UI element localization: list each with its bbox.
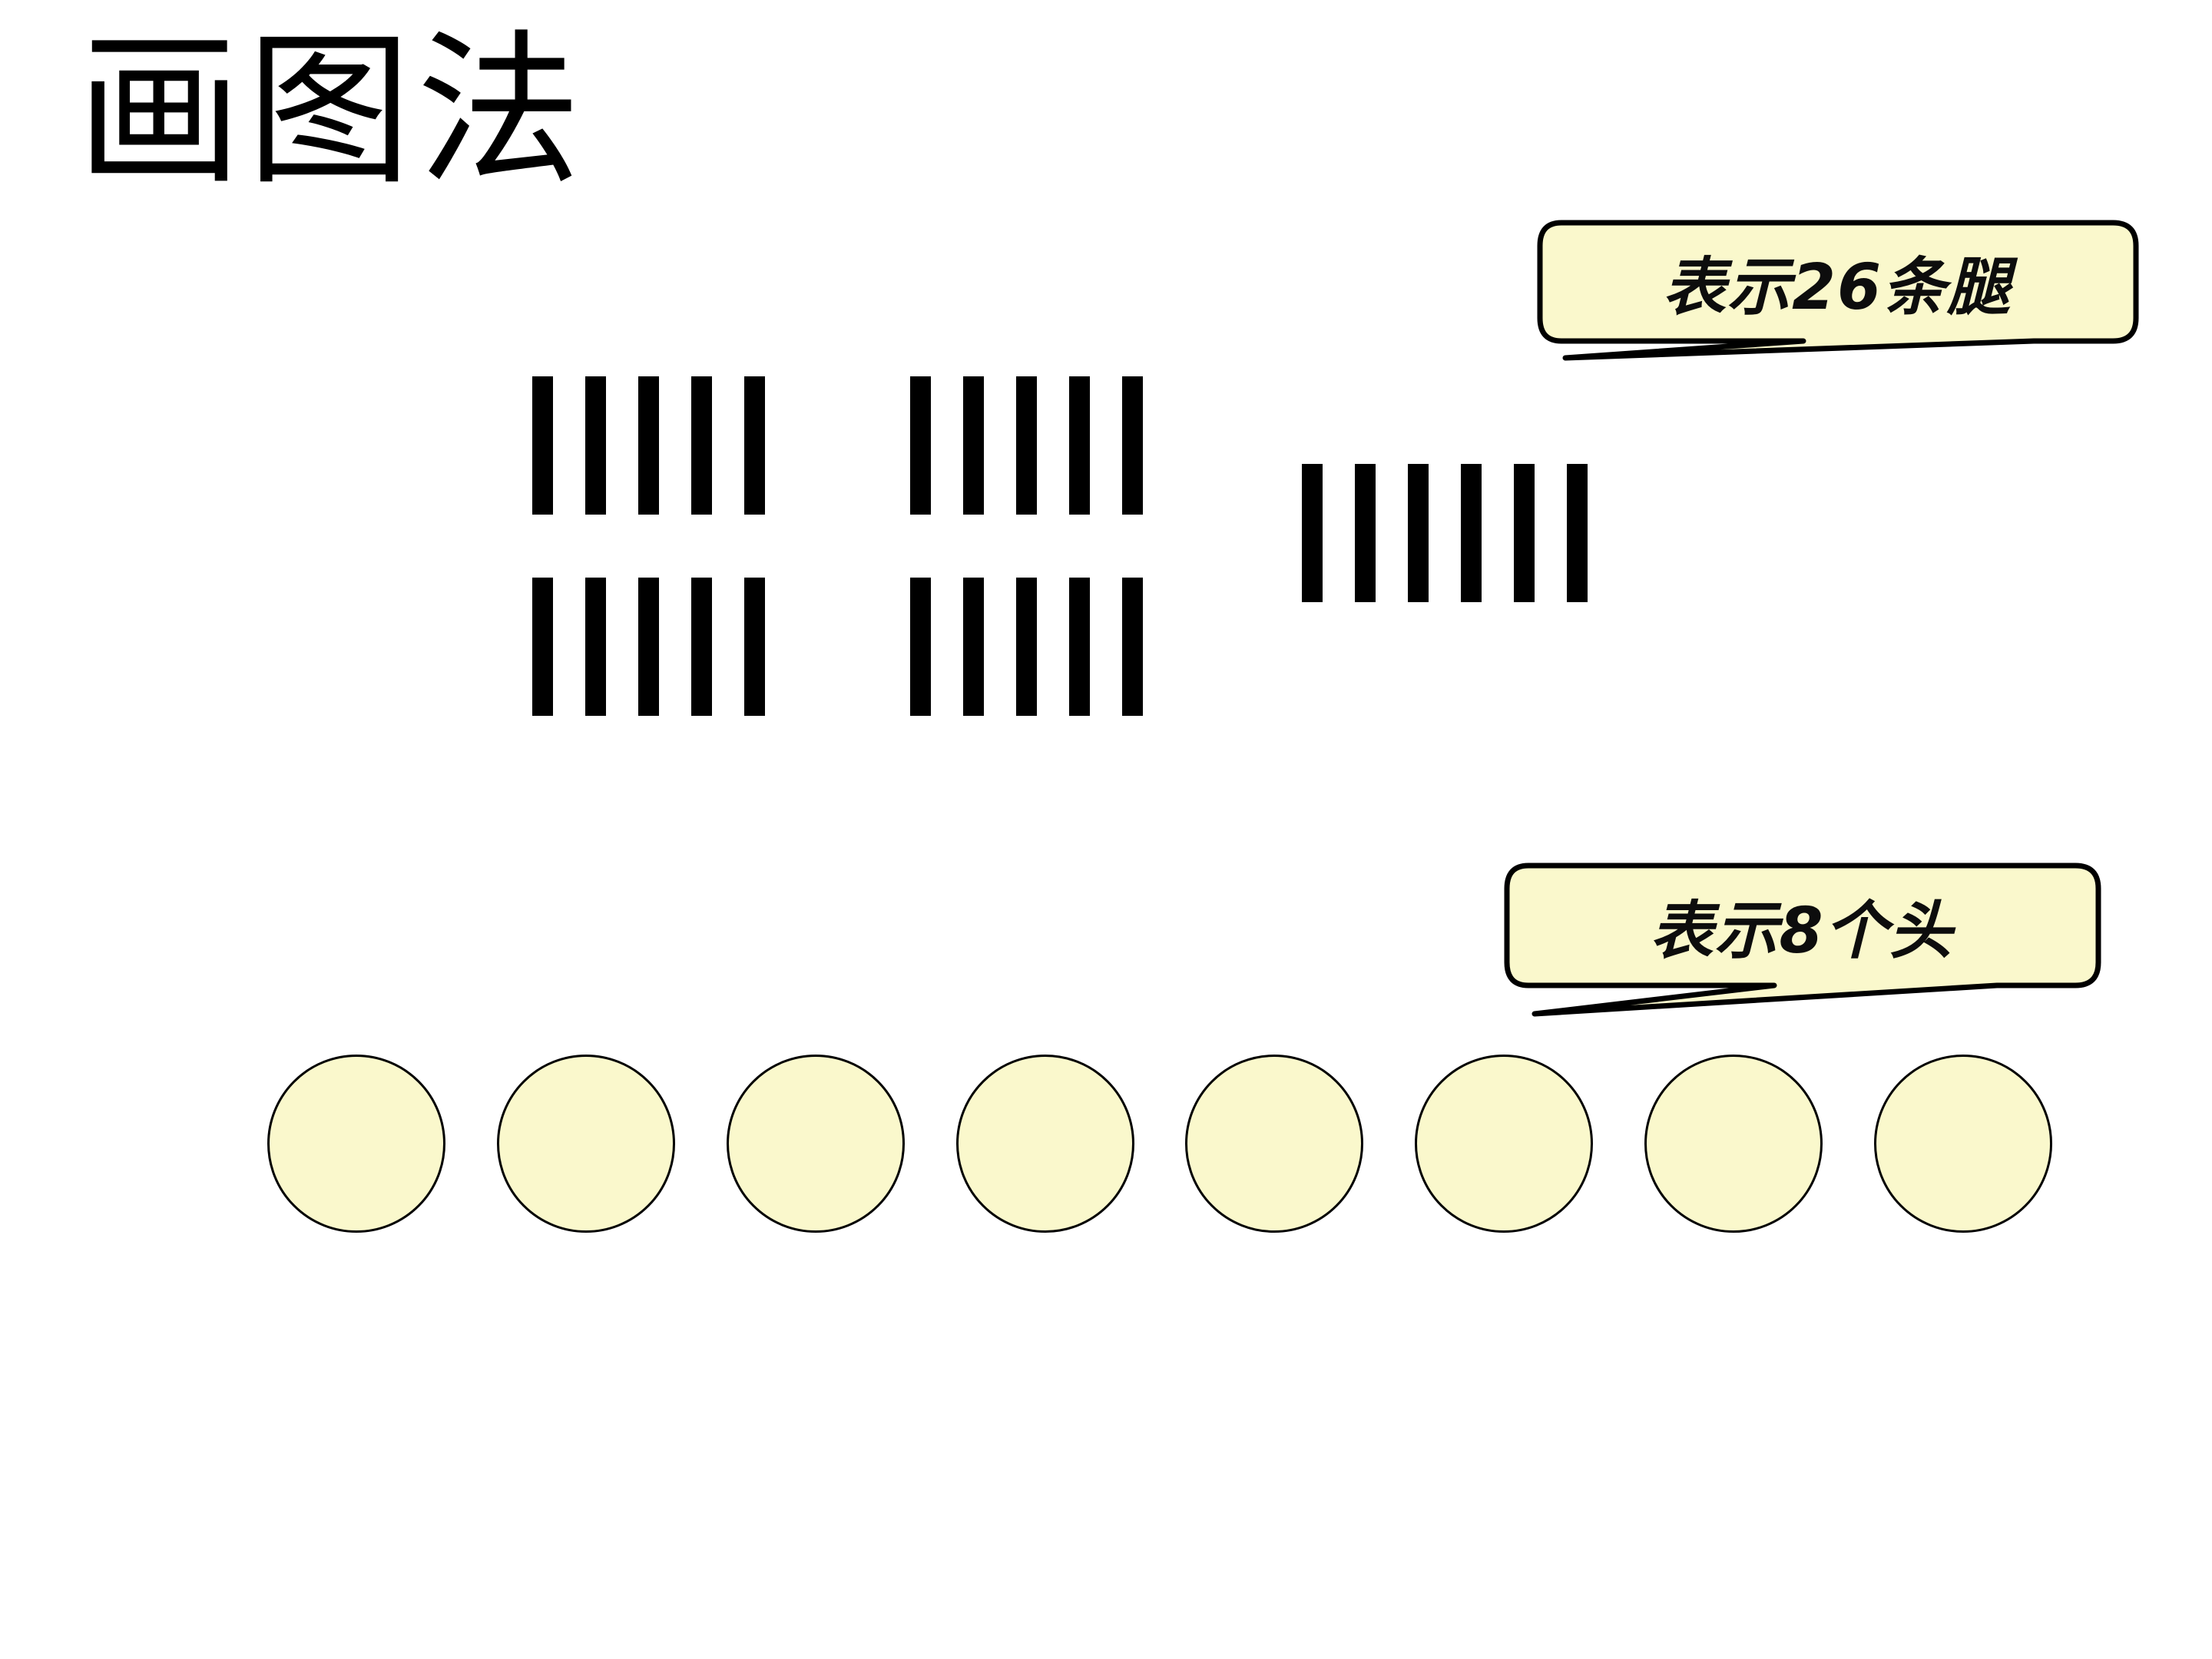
tally-mark <box>1069 376 1090 515</box>
tally-mark <box>532 376 553 515</box>
tally-mark <box>585 376 606 515</box>
head-circles-row <box>267 1054 2052 1233</box>
tally-mark <box>638 376 659 515</box>
head-circle <box>1873 1055 2052 1233</box>
tally-mark <box>638 578 659 716</box>
tally-mark <box>1122 376 1143 515</box>
heads-callout-bubble <box>1504 863 2112 1024</box>
tally-group-5 <box>1302 464 1588 602</box>
tally-mark <box>1514 464 1535 602</box>
head-circle <box>496 1055 675 1233</box>
page-title: 画图法 <box>77 15 586 207</box>
head-circle <box>1644 1055 1823 1233</box>
tally-mark <box>1069 578 1090 716</box>
legs-callout-shape <box>1537 220 2139 361</box>
tally-mark <box>1016 376 1037 515</box>
tally-mark <box>910 376 931 515</box>
tally-mark <box>1016 578 1037 716</box>
tally-mark <box>963 578 984 716</box>
tally-mark <box>1567 464 1588 602</box>
head-circle <box>267 1055 445 1233</box>
tally-mark <box>1355 464 1376 602</box>
tally-group-1 <box>532 376 765 515</box>
tally-group-4 <box>910 578 1143 716</box>
legs-callout-bubble <box>1537 220 2145 373</box>
head-circle <box>1185 1055 1364 1233</box>
tally-mark <box>1408 464 1429 602</box>
tally-group-2 <box>910 376 1143 515</box>
tally-mark <box>1461 464 1482 602</box>
tally-mark <box>691 578 712 716</box>
tally-mark <box>1302 464 1323 602</box>
heads-callout-label: 表示8个头 <box>1650 894 1954 968</box>
head-circle <box>955 1055 1134 1233</box>
tally-group-3 <box>532 578 765 716</box>
head-circle <box>726 1055 905 1233</box>
tally-mark <box>532 578 553 716</box>
tally-mark <box>1122 578 1143 716</box>
legs-callout-label: 表示26条腿 <box>1662 250 2012 324</box>
head-circle <box>1415 1055 1594 1233</box>
tally-mark <box>963 376 984 515</box>
tally-mark <box>744 376 765 515</box>
tally-mark <box>585 578 606 716</box>
heads-callout-shape <box>1504 863 2101 1017</box>
tally-mark <box>691 376 712 515</box>
tally-mark <box>744 578 765 716</box>
tally-mark <box>910 578 931 716</box>
